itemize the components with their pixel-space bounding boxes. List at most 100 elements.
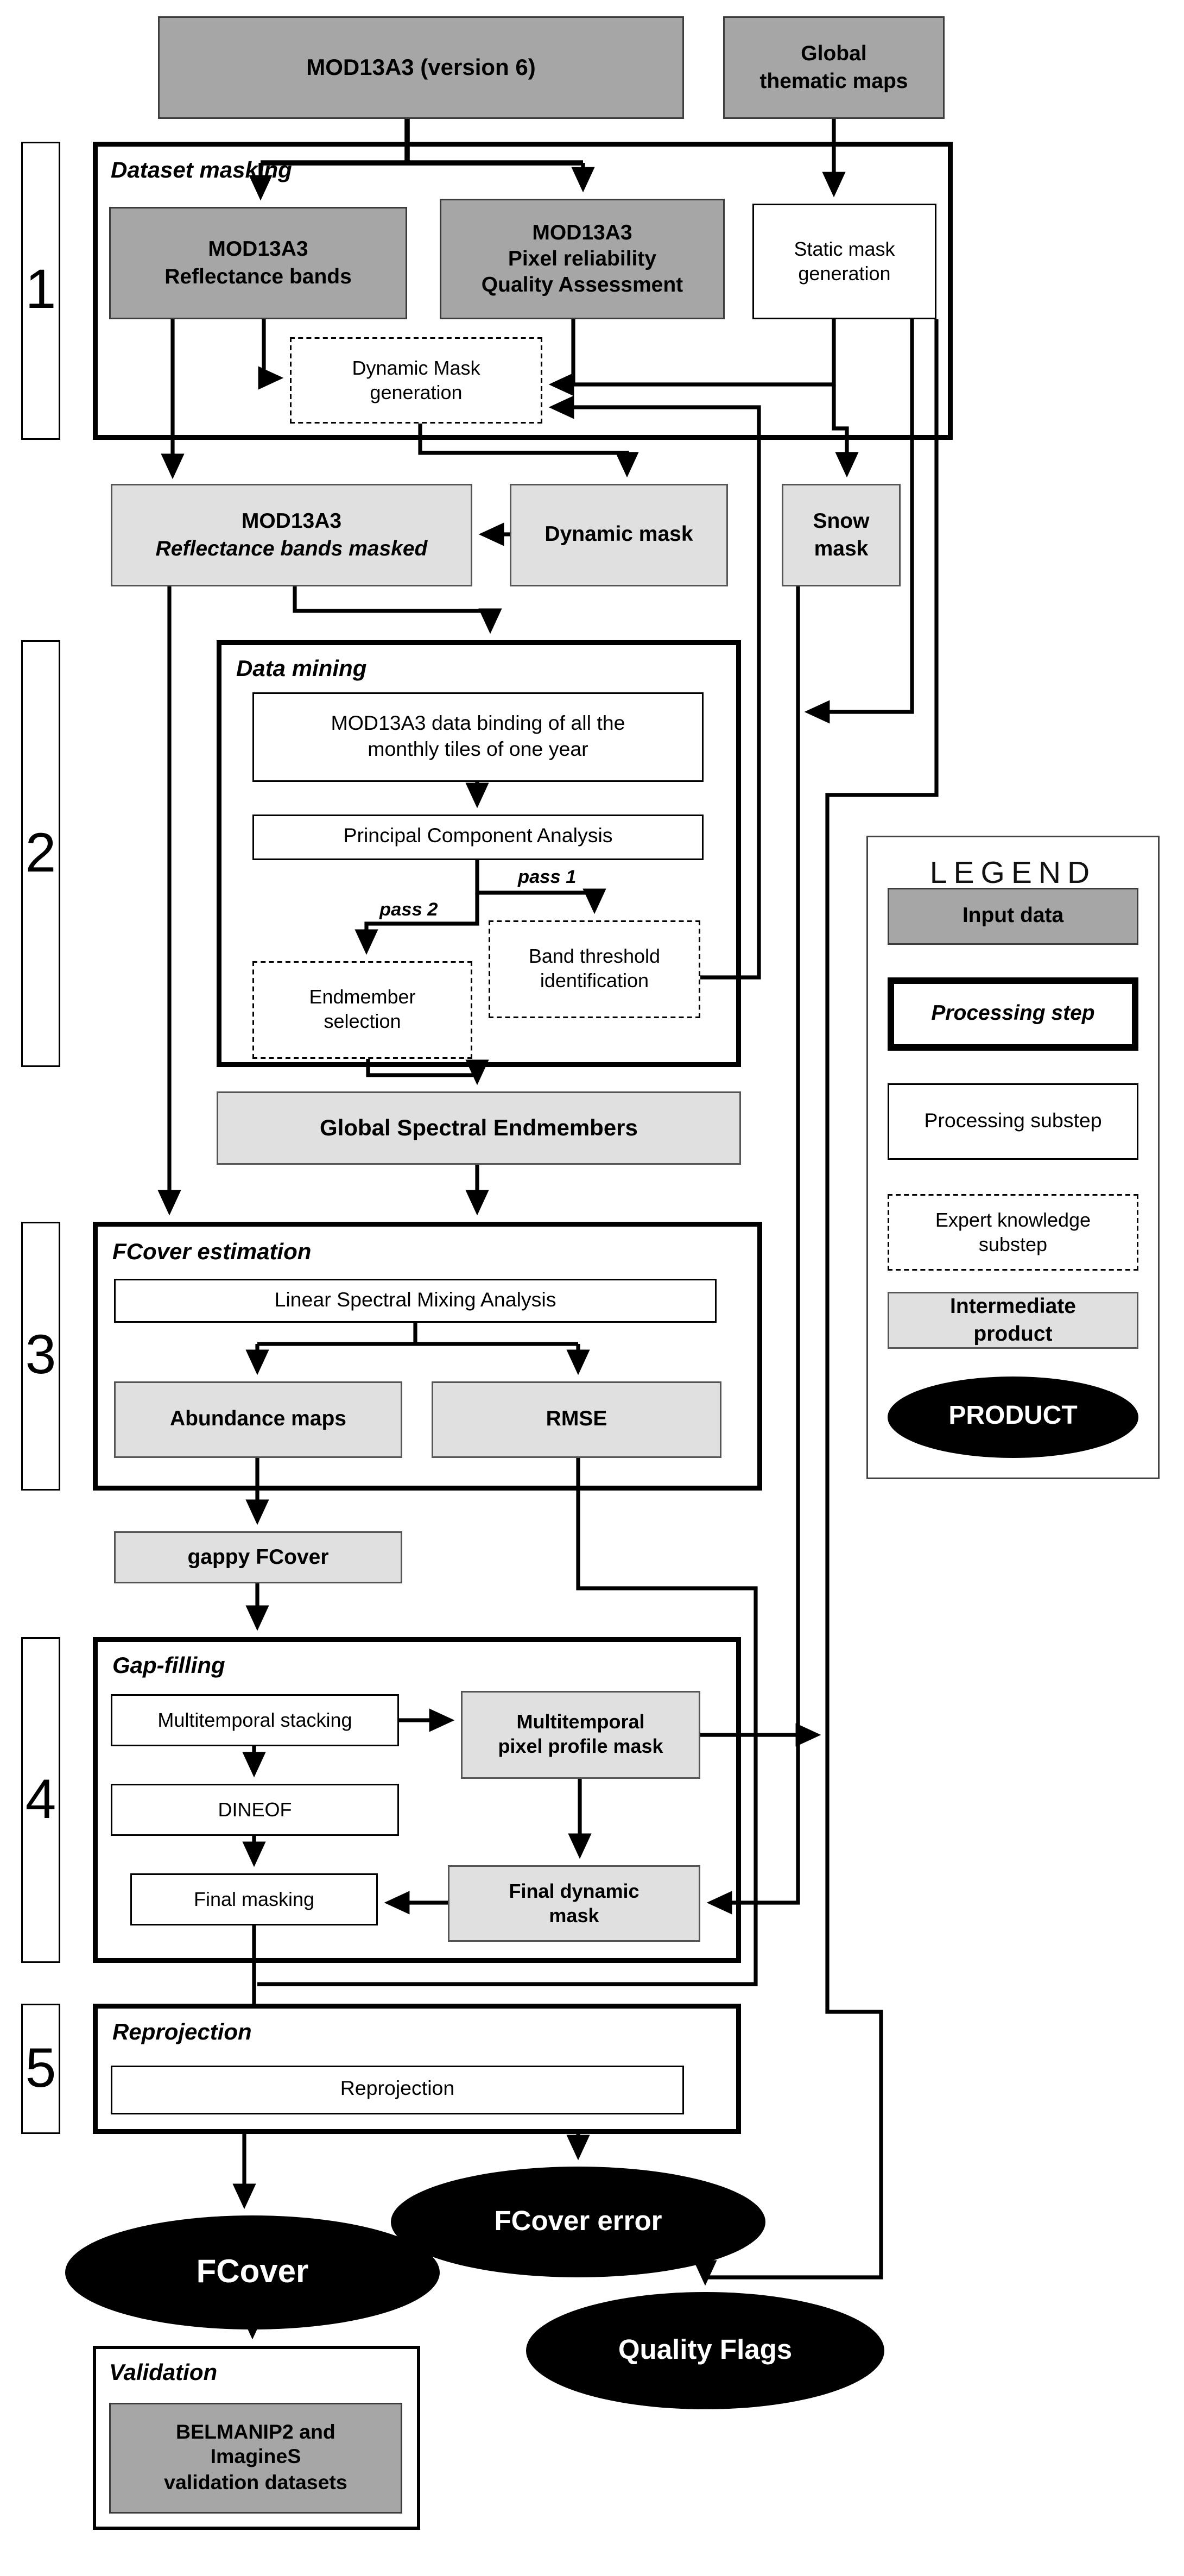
- label-pass2: pass 2: [379, 901, 438, 920]
- box-static-mask-generation: Static mask generation: [752, 204, 936, 319]
- box-reflectance-bands-masked: MOD13A3 Reflectance bands masked: [111, 484, 472, 586]
- input-mod13a3: MOD13A3 (version 6): [158, 16, 684, 119]
- input-global-thematic-maps: Global thematic maps: [723, 16, 945, 119]
- box-rmse: RMSE: [432, 1381, 721, 1458]
- section-number-5: 5: [21, 2004, 60, 2134]
- edge-static-to-snow: [832, 384, 859, 478]
- legend-input-data: Input data: [888, 888, 1138, 945]
- box-rmse-label: RMSE: [546, 1406, 607, 1431]
- box-final-dynamic-mask-label: Final dynamic mask: [509, 1879, 640, 1927]
- label-pass1: pass 1: [518, 868, 577, 888]
- edge-bandthreshold-feedback: [548, 395, 761, 980]
- box-lsma-label: Linear Spectral Mixing Analysis: [274, 1288, 556, 1311]
- legend-processing-substep: Processing substep: [888, 1083, 1138, 1160]
- section-gap-filling-label: Gap-filling: [112, 1652, 225, 1678]
- edge-rmse-to-reprojection: [257, 1458, 758, 1986]
- section-number-2-value: 2: [25, 822, 56, 884]
- edge-masked-to-datamining: [293, 586, 502, 634]
- edge-endmember-to-gse: [366, 1059, 489, 1085]
- section-data-mining-label: Data mining: [236, 655, 367, 681]
- legend-title: LEGEND: [929, 857, 1097, 891]
- section-number-2: 2: [21, 640, 60, 1067]
- box-pixel-reliability-label: MOD13A3 Pixel reliability Quality Assess…: [481, 219, 683, 297]
- box-snow-mask-label: Snow mask: [813, 508, 870, 560]
- box-data-binding-label: MOD13A3 data binding of all the monthly …: [331, 711, 625, 760]
- section-dataset-masking-label: Dataset masking: [111, 156, 292, 182]
- section-reprojection: [93, 2004, 741, 2134]
- box-multitemporal-stacking-label: Multitemporal stacking: [157, 1708, 352, 1731]
- edge-mod13a3-split: [261, 119, 583, 166]
- box-reprojection: Reprojection: [111, 2066, 684, 2114]
- product-quality-flags-label: Quality Flags: [618, 2334, 793, 2365]
- box-dineof-label: DINEOF: [218, 1797, 292, 1821]
- box-pixel-reliability: MOD13A3 Pixel reliability Quality Assess…: [440, 199, 725, 319]
- edge-pass2: [354, 893, 479, 955]
- box-global-spectral-endmembers: Global Spectral Endmembers: [217, 1091, 741, 1165]
- box-band-threshold: Band threshold identification: [489, 920, 700, 1018]
- box-reflectance-bands-masked-line2: Reflectance bands masked: [155, 535, 428, 560]
- section-number-3-value: 3: [25, 1324, 56, 1386]
- box-abundance-maps-label: Abundance maps: [169, 1406, 347, 1431]
- edge-lsma-split: [257, 1323, 578, 1346]
- section-number-1-value: 1: [25, 259, 56, 321]
- box-final-masking-label: Final masking: [193, 1887, 315, 1910]
- product-fcover-error: FCover error: [391, 2167, 765, 2277]
- box-dynamic-mask-generation: Dynamic Mask generation: [290, 337, 542, 424]
- edge-pass1: [475, 860, 606, 914]
- section-data-mining: [217, 640, 741, 1067]
- box-gappy-fcover: gappy FCover: [114, 1531, 402, 1583]
- box-final-dynamic-mask: Final dynamic mask: [448, 1865, 700, 1942]
- box-band-threshold-label: Band threshold identification: [528, 945, 661, 992]
- section-validation: [93, 2346, 420, 2530]
- legend-product: PRODUCT: [888, 1377, 1138, 1458]
- box-dynamic-mask: Dynamic mask: [510, 484, 728, 586]
- box-reflectance-bands: MOD13A3 Reflectance bands: [109, 207, 407, 319]
- box-endmember-selection-label: Endmember selection: [309, 986, 416, 1033]
- edge-refl-to-dyngen: [258, 319, 284, 390]
- box-dineof: DINEOF: [111, 1784, 399, 1836]
- box-lsma: Linear Spectral Mixing Analysis: [114, 1279, 717, 1323]
- box-data-binding: MOD13A3 data binding of all the monthly …: [252, 692, 704, 782]
- box-dynamic-mask-label: Dynamic mask: [544, 522, 693, 547]
- section-number-1: 1: [21, 142, 60, 440]
- box-abundance-maps: Abundance maps: [114, 1381, 402, 1458]
- section-validation-label: Validation: [109, 2359, 218, 2385]
- legend-product-label: PRODUCT: [948, 1403, 1078, 1430]
- legend-expert-substep-label: Expert knowledge substep: [935, 1208, 1091, 1255]
- edge-static-merge-busB: [804, 319, 914, 724]
- box-multitemporal-pixel-profile-mask-label: Multitemporal pixel profile mask: [498, 1710, 663, 1758]
- product-fcover-label: FCover: [196, 2253, 309, 2290]
- box-dynamic-mask-generation-label: Dynamic Mask generation: [352, 356, 480, 403]
- legend-intermediate-product-label: Intermediate product: [950, 1293, 1076, 1345]
- box-pca: Principal Component Analysis: [252, 815, 704, 860]
- legend-processing-step-label: Processing step: [931, 1001, 1095, 1026]
- box-final-masking: Final masking: [130, 1873, 378, 1925]
- section-number-5-value: 5: [25, 2037, 56, 2099]
- box-snow-mask: Snow mask: [782, 484, 901, 586]
- legend-processing-step: Processing step: [888, 977, 1138, 1051]
- box-belmanip: BELMANIP2 and ImagineS validation datase…: [109, 2403, 402, 2514]
- section-number-3: 3: [21, 1222, 60, 1491]
- box-gappy-fcover-label: gappy FCover: [187, 1544, 329, 1569]
- input-global-thematic-maps-label: Global thematic maps: [759, 41, 908, 92]
- box-reflectance-bands-label: MOD13A3 Reflectance bands: [164, 236, 352, 288]
- edge-busC-masks-to-qualityflags: [693, 319, 939, 2286]
- product-fcover-error-label: FCover error: [494, 2206, 662, 2237]
- section-number-4: 4: [21, 1637, 60, 1963]
- box-pca-label: Principal Component Analysis: [343, 824, 613, 848]
- legend-expert-substep: Expert knowledge substep: [888, 1194, 1138, 1271]
- box-multitemporal-pixel-profile-mask: Multitemporal pixel profile mask: [461, 1691, 700, 1779]
- product-fcover: FCover: [65, 2215, 440, 2329]
- legend-input-data-label: Input data: [962, 903, 1064, 928]
- section-fcover-estimation: [93, 1222, 762, 1491]
- input-mod13a3-label: MOD13A3 (version 6): [306, 53, 536, 80]
- section-dataset-masking: [93, 142, 953, 440]
- product-quality-flags: Quality Flags: [526, 2292, 884, 2409]
- box-endmember-selection: Endmember selection: [252, 961, 472, 1059]
- section-reprojection-label: Reprojection: [112, 2018, 252, 2044]
- box-multitemporal-stacking: Multitemporal stacking: [111, 1694, 399, 1746]
- section-gap-filling: [93, 1637, 741, 1963]
- box-static-mask-generation-label: Static mask generation: [794, 237, 895, 285]
- section-number-4-value: 4: [25, 1768, 56, 1830]
